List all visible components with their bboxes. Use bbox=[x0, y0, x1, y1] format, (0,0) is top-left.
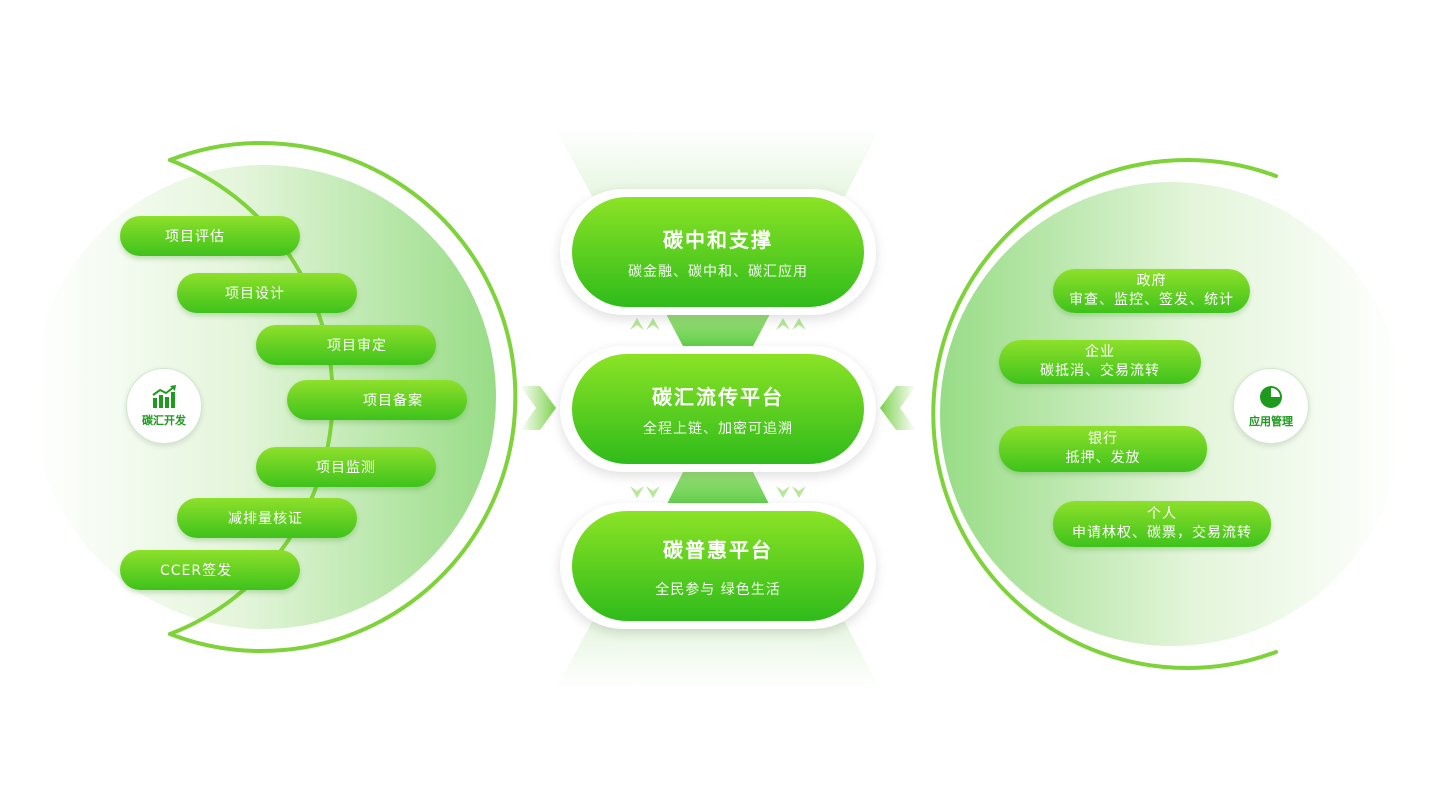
right-hub-label: 应用管理 bbox=[1249, 414, 1293, 428]
capsule-inner: 碳汇流传平台 全程上链、加密可追溯 bbox=[572, 354, 864, 464]
right-circle-fill bbox=[940, 182, 1404, 646]
left-item-label: 项目监测 bbox=[316, 460, 376, 476]
left-item-ccer-issuance[interactable]: CCER签发 bbox=[120, 550, 300, 590]
right-item-title: 政府 bbox=[1136, 273, 1167, 289]
left-chevron bbox=[520, 386, 556, 430]
left-hub-label: 碳汇开发 bbox=[142, 413, 186, 427]
right-circle-ring bbox=[931, 158, 1278, 670]
pie-chart-icon bbox=[1260, 385, 1282, 408]
capsule-inner: 碳普惠平台 全民参与 绿色生活 bbox=[572, 511, 864, 621]
bar-chart-trend-icon bbox=[152, 384, 176, 408]
capsule-subtitle: 碳金融、碳中和、碳汇应用 bbox=[628, 263, 808, 280]
capsule-carbon-sink-circulation[interactable]: 碳汇流传平台 全程上链、加密可追溯 bbox=[560, 346, 876, 472]
right-item-title: 企业 bbox=[1085, 344, 1115, 360]
left-circle-fill bbox=[32, 165, 496, 629]
up-arrows-right bbox=[776, 318, 806, 330]
left-item-project-validation[interactable]: 项目审定 bbox=[256, 325, 436, 365]
left-item-project-design[interactable]: 项目设计 bbox=[177, 273, 357, 313]
capsule-title: 碳普惠平台 bbox=[663, 537, 773, 562]
capsule-subtitle: 全程上链、加密可追溯 bbox=[643, 420, 793, 437]
left-item-emission-verification[interactable]: 减排量核证 bbox=[177, 498, 357, 538]
capsule-carbon-neutral-support[interactable]: 碳中和支撑 碳金融、碳中和、碳汇应用 bbox=[560, 189, 876, 315]
left-item-label: 项目设计 bbox=[225, 286, 285, 302]
left-item-project-monitoring[interactable]: 项目监测 bbox=[256, 447, 436, 487]
capsule-title: 碳汇流传平台 bbox=[652, 384, 784, 409]
right-item-detail: 碳抵消、交易流转 bbox=[1040, 363, 1160, 379]
left-item-label: 项目评估 bbox=[165, 229, 225, 245]
down-arrows-left bbox=[630, 486, 660, 498]
left-item-project-evaluation[interactable]: 项目评估 bbox=[120, 216, 300, 256]
capsule-subtitle: 全民参与 绿色生活 bbox=[655, 581, 781, 598]
connector-bottom bbox=[666, 470, 770, 506]
bottom-funnel bbox=[555, 622, 880, 690]
right-item-individual[interactable]: 个人 申请林权、碳票，交易流转 bbox=[1053, 501, 1271, 547]
left-item-label: 项目备案 bbox=[363, 393, 423, 409]
left-item-label: 项目审定 bbox=[327, 338, 387, 354]
capsule-carbon-inclusive[interactable]: 碳普惠平台 全民参与 绿色生活 bbox=[560, 503, 876, 629]
left-hub-badge[interactable]: 碳汇开发 bbox=[126, 368, 202, 444]
capsule-inner: 碳中和支撑 碳金融、碳中和、碳汇应用 bbox=[572, 197, 864, 307]
right-item-detail: 抵押、发放 bbox=[1065, 450, 1141, 466]
right-hub-badge[interactable]: 应用管理 bbox=[1233, 368, 1309, 444]
right-item-detail: 申请林权、碳票，交易流转 bbox=[1072, 525, 1252, 541]
right-item-title: 银行 bbox=[1088, 431, 1118, 447]
top-funnel bbox=[555, 128, 880, 196]
right-item-title: 个人 bbox=[1147, 506, 1177, 522]
capsule-title: 碳中和支撑 bbox=[663, 227, 773, 252]
left-item-label: 减排量核证 bbox=[228, 511, 303, 527]
right-item-enterprise[interactable]: 企业 碳抵消、交易流转 bbox=[999, 340, 1201, 384]
right-item-detail: 审查、监控、签发、统计 bbox=[1069, 292, 1234, 308]
right-item-bank[interactable]: 银行 抵押、发放 bbox=[999, 426, 1207, 472]
up-arrows-left bbox=[630, 318, 660, 330]
right-chevron bbox=[880, 386, 916, 430]
connector-top bbox=[666, 314, 770, 348]
right-item-government[interactable]: 政府 审查、监控、签发、统计 bbox=[1053, 269, 1250, 313]
left-item-project-registration[interactable]: 项目备案 bbox=[287, 380, 467, 420]
left-item-label: CCER签发 bbox=[160, 563, 233, 579]
down-arrows-right bbox=[776, 486, 806, 498]
